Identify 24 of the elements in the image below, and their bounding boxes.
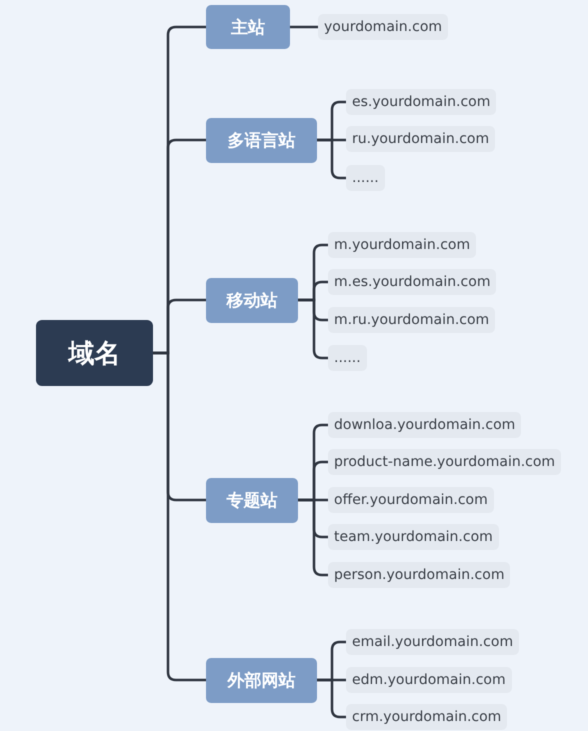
domain-tag: email.yourdomain.com <box>346 629 520 655</box>
root-box: 域名 <box>36 320 153 386</box>
domain-tag: m.es.yourdomain.com <box>328 269 496 295</box>
connector-line <box>153 352 206 682</box>
branch-box: 多语言站 <box>206 118 317 162</box>
domain-tag: es.yourdomain.com <box>346 89 496 115</box>
domain-tag: edm.yourdomain.com <box>346 667 512 693</box>
domain-tag: crm.yourdomain.com <box>346 704 508 730</box>
domain-tag: downloa.yourdomain.com <box>328 412 522 438</box>
branch-box: 主站 <box>206 5 290 49</box>
domain-tag: ...... <box>328 345 367 371</box>
domain-tag: offer.yourdomain.com <box>328 487 494 513</box>
branch-box: 移动站 <box>206 278 298 322</box>
domain-tag: person.yourdomain.com <box>328 562 510 588</box>
domain-tag: team.yourdomain.com <box>328 524 499 550</box>
domain-tag: yourdomain.com <box>318 14 448 40</box>
branch-box: 外部网站 <box>206 658 317 702</box>
branch-box: 专题站 <box>206 478 298 522</box>
connector-line <box>290 26 318 28</box>
domain-tag: m.ru.yourdomain.com <box>328 307 496 333</box>
domain-tag: m.yourdomain.com <box>328 232 476 258</box>
domain-tag: product-name.yourdomain.com <box>328 449 562 475</box>
domain-tag: ru.yourdomain.com <box>346 126 496 152</box>
domain-tag: ...... <box>346 165 385 191</box>
